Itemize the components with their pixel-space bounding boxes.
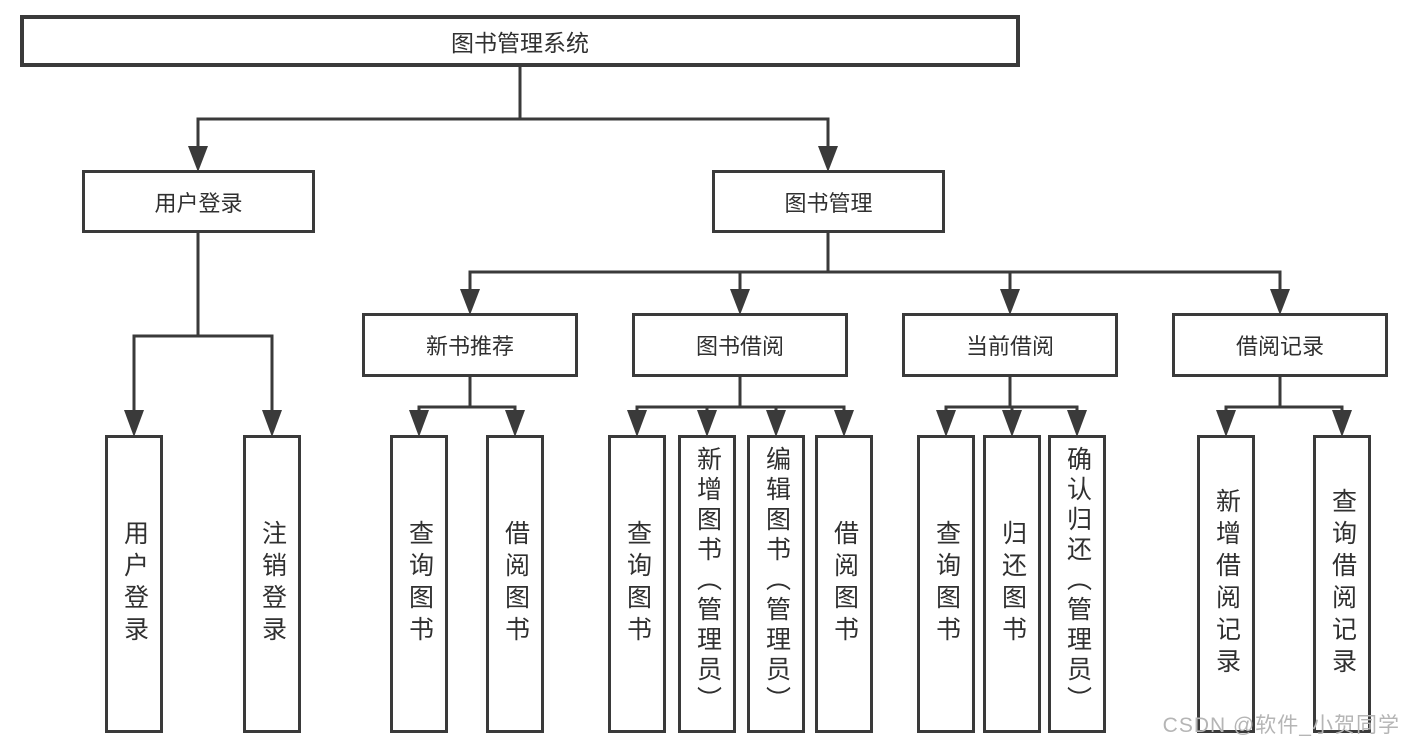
node-user-login-branch-label: 用户登录 [154,190,243,216]
leaf-edit-books-admin: 编辑图书（管理员） [747,435,805,733]
leaf-return-books: 归还图书 [983,435,1041,733]
node-book-management: 图书管理 [712,170,945,233]
leaf-query-books-1: 查询图书 [390,435,448,733]
leaf-return-books-label: 归还图书 [998,520,1027,648]
leaf-user-login-label: 用户登录 [120,520,149,648]
leaf-borrow-books-1: 借阅图书 [486,435,544,733]
csdn-watermark: CSDN @软件_小贺同学 [1162,714,1400,737]
node-new-book-recommend: 新书推荐 [362,313,578,377]
leaf-confirm-return-admin: 确认归还（管理员） [1048,435,1106,733]
leaf-query-books-1-label: 查询图书 [405,520,434,648]
node-borrow-records-label: 借阅记录 [1235,334,1324,359]
node-library-system: 图书管理系统 [20,15,1020,67]
leaf-user-login: 用户登录 [105,435,163,733]
leaf-query-books-2-label: 查询图书 [623,520,652,648]
leaf-edit-books-admin-label: 编辑图书（管理员） [762,446,791,716]
leaf-query-borrow-record-label: 查询借阅记录 [1328,488,1357,680]
leaf-logout: 注销登录 [243,435,301,733]
node-book-borrow-label: 图书借阅 [695,334,784,359]
leaf-query-books-3-label: 查询图书 [932,520,961,648]
leaf-query-books-2: 查询图书 [608,435,666,733]
node-user-login-branch: 用户登录 [82,170,315,233]
node-book-borrow: 图书借阅 [632,313,848,377]
leaf-logout-label: 注销登录 [258,520,287,648]
leaf-add-borrow-record-label: 新增借阅记录 [1212,488,1241,680]
leaf-add-borrow-record: 新增借阅记录 [1197,435,1255,733]
leaf-add-books-admin-label: 新增图书（管理员） [693,446,722,716]
node-library-system-label: 图书管理系统 [451,30,589,56]
node-new-book-recommend-label: 新书推荐 [425,334,514,359]
node-current-borrow-label: 当前借阅 [965,334,1054,359]
leaf-borrow-books-2-label: 借阅图书 [830,520,859,648]
node-current-borrow: 当前借阅 [902,313,1118,377]
leaf-query-borrow-record: 查询借阅记录 [1313,435,1371,733]
leaf-confirm-return-admin-label: 确认归还（管理员） [1063,446,1092,716]
leaf-borrow-books-1-label: 借阅图书 [501,520,530,648]
node-borrow-records: 借阅记录 [1172,313,1388,377]
leaf-borrow-books-2: 借阅图书 [815,435,873,733]
leaf-query-books-3: 查询图书 [917,435,975,733]
leaf-add-books-admin: 新增图书（管理员） [678,435,736,733]
node-book-management-label: 图书管理 [784,190,873,216]
